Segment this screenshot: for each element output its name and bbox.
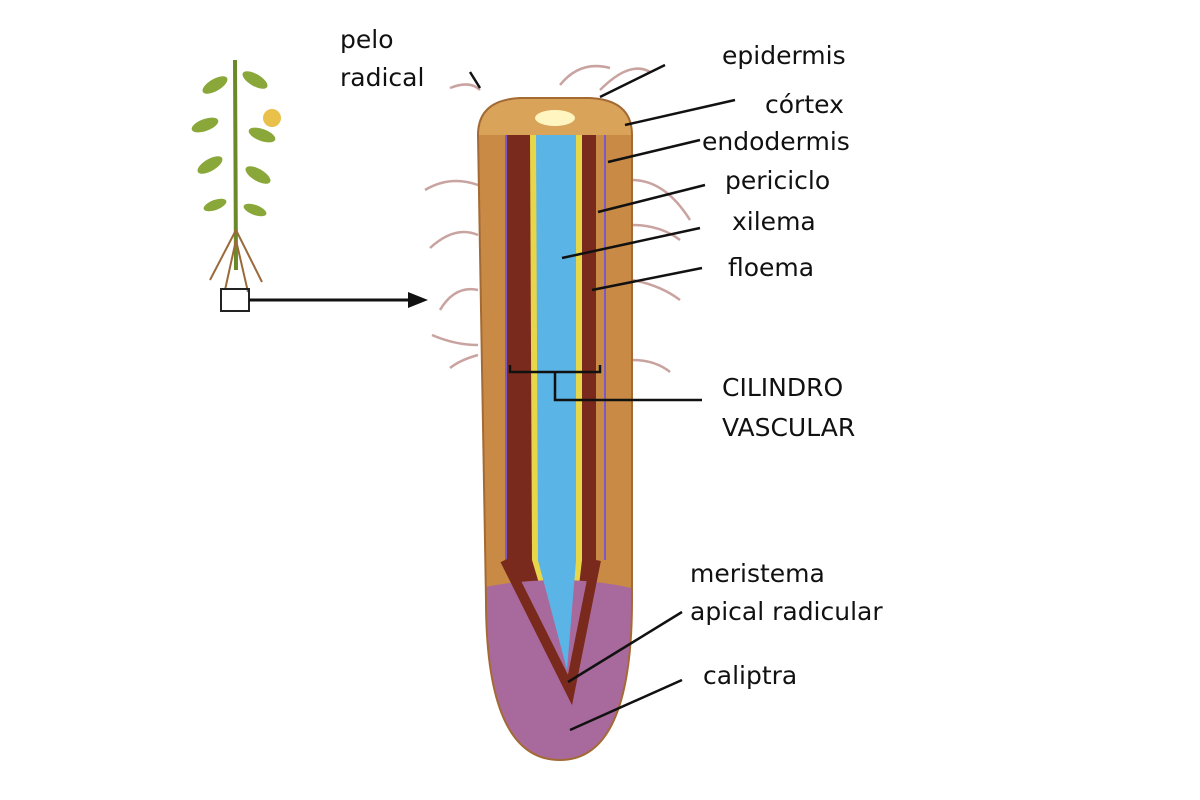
label-epidermis: epidermis — [722, 41, 846, 70]
label-caliptra: caliptra — [703, 661, 797, 690]
zoom-arrow — [249, 292, 428, 308]
xylem-layer — [536, 135, 576, 670]
label-periciclo: periciclo — [725, 166, 830, 195]
label-pelo-radical: pelo — [340, 25, 394, 54]
label-pelo-radical-2: radical — [340, 63, 424, 92]
root-section — [478, 98, 632, 760]
label-cortex: córtex — [765, 90, 844, 119]
leader-lines — [468, 63, 736, 732]
label-endodermis: endodermis — [702, 127, 850, 156]
zoom-box — [220, 288, 250, 312]
label-meristema-2: apical radicular — [690, 597, 883, 626]
label-meristema: meristema — [690, 559, 825, 588]
calyptra-layer — [478, 580, 632, 760]
label-cilindro-vascular: CILINDRO — [722, 373, 843, 402]
label-floema: floema — [728, 253, 814, 282]
whole-plant-illustration — [191, 59, 281, 312]
label-xilema: xilema — [732, 207, 816, 236]
label-cilindro-vascular-2: VASCULAR — [722, 413, 855, 442]
